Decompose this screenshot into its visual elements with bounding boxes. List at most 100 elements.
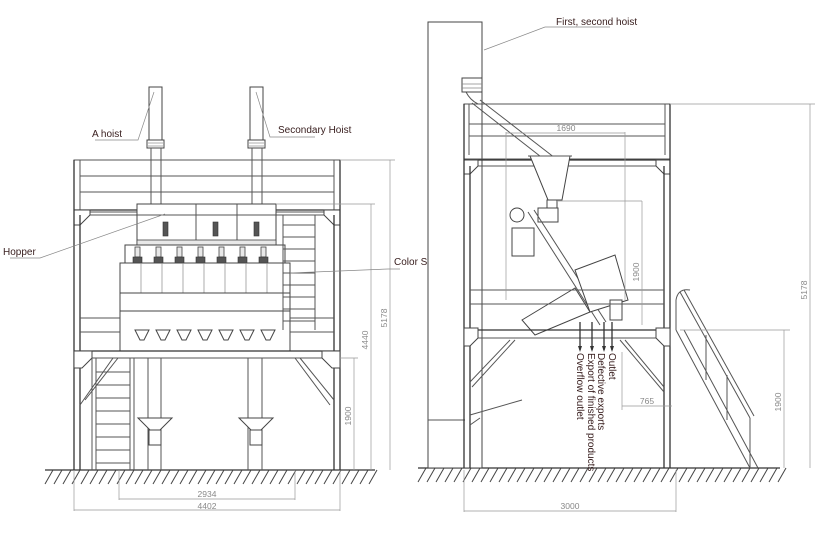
sorter-outlet-funnel (218, 329, 234, 341)
ground-hatch-line (516, 467, 526, 483)
ground-hatch-line (579, 467, 589, 483)
sorter-outlet-funnel (176, 329, 192, 341)
ground-hatch-line (62, 469, 72, 485)
label-finished-products: Export of finished products (585, 353, 596, 471)
ground-hatch-line (696, 467, 706, 483)
sorter-chute (155, 246, 162, 258)
dim-hopper-offset: 1690 (557, 123, 576, 133)
ground-hatch-line (489, 467, 499, 483)
ground-hatch-line (750, 467, 760, 483)
ground-hatch-line (242, 469, 252, 485)
ground-hatch-line (660, 467, 670, 483)
sorter-chute (218, 246, 225, 258)
ground-hatch-line (723, 467, 733, 483)
ground-hatch-line (125, 469, 135, 485)
side-ground (417, 467, 787, 483)
ground-hatch-line (453, 467, 463, 483)
ground-hatch-line (543, 467, 553, 483)
ground-hatch-line (143, 469, 153, 485)
ground-hatch-line (615, 467, 625, 483)
dim-side-overall-width: 3000 (561, 501, 580, 511)
ground-hatch-line (116, 469, 126, 485)
ground-hatch-line (606, 467, 616, 483)
front-hopper (136, 203, 277, 246)
sorter-chute (197, 246, 204, 258)
ground-hatch-line (314, 469, 324, 485)
dim-inner-width: 2934 (198, 489, 217, 499)
sorter-valve (258, 256, 269, 264)
ground-hatch-line (471, 467, 481, 483)
hoist-a (146, 86, 165, 210)
label-hoist-a: A hoist (92, 129, 122, 140)
front-upper-ladder (282, 215, 316, 330)
ground-hatch-line (651, 467, 661, 483)
dim-side-sorter-height: 1900 (631, 262, 641, 281)
ground-hatch-line (705, 467, 715, 483)
side-mid-railing (470, 289, 664, 305)
ground-hatch-line (368, 469, 378, 485)
ground-hatch-line (759, 467, 769, 483)
ground-hatch-line (417, 467, 427, 483)
ground-hatch-line (642, 467, 652, 483)
ground-hatch-line (188, 469, 198, 485)
ground-hatch-line (341, 469, 351, 485)
ground-hatch-line (296, 469, 306, 485)
front-color-sorter (119, 244, 291, 352)
side-outlet-arrows (578, 322, 614, 352)
sorter-chute (176, 246, 183, 258)
ground-hatch-line (597, 467, 607, 483)
front-platform (73, 350, 341, 406)
ground-hatch-line (534, 467, 544, 483)
sorter-outlet-funnel (155, 329, 171, 341)
front-lower-ladder (91, 358, 135, 470)
ground-hatch-line (44, 469, 54, 485)
ground-hatch-line (197, 469, 207, 485)
ground-hatch-line (444, 467, 454, 483)
sorter-chute (239, 246, 246, 258)
label-color-sorter: Color Sorter (394, 257, 449, 268)
dim-side-total-height: 5178 (799, 280, 809, 299)
side-upper-frame (463, 103, 671, 468)
label-overflow-outlet: Overflow outlet (574, 353, 585, 420)
ground-hatch-line (161, 469, 171, 485)
ground-hatch-line (588, 467, 598, 483)
ground-hatch-line (633, 467, 643, 483)
label-first-second-hoist: First, second hoist (556, 17, 637, 28)
sorter-valve (132, 256, 143, 264)
label-outlet: Outlet (606, 353, 617, 380)
ground-hatch-line (71, 469, 81, 485)
ground-hatch-line (359, 469, 369, 485)
ground-hatch-line (669, 467, 679, 483)
ground-hatch-line (426, 467, 436, 483)
label-hopper: Hopper (3, 247, 36, 258)
ground-hatch-line (561, 467, 571, 483)
sorter-chute (260, 246, 267, 258)
ground-hatch-line (525, 467, 535, 483)
ground-hatch-line (768, 467, 778, 483)
ground-hatch-line (687, 467, 697, 483)
ground-hatch-line (179, 469, 189, 485)
side-view: Outlet Defective exports Export of finis… (417, 17, 815, 512)
ground-hatch-line (206, 469, 216, 485)
ground-hatch-line (98, 469, 108, 485)
side-hoist-column (427, 21, 556, 469)
ground-hatch-line (678, 467, 688, 483)
ground-hatch-line (251, 469, 261, 485)
sorter-chute (134, 246, 141, 258)
side-leader (483, 26, 610, 51)
ground-hatch-line (89, 469, 99, 485)
dim-platform-height: 1900 (343, 406, 353, 425)
ground-hatch-line (507, 467, 517, 483)
ground-hatch-line (732, 467, 742, 483)
ground-hatch-line (480, 467, 490, 483)
front-leaders (10, 91, 400, 274)
ground-hatch-line (570, 467, 580, 483)
dim-side-platform-height: 1900 (773, 392, 783, 411)
dim-sorter-height: 4440 (360, 330, 370, 349)
ground-hatch-line (498, 467, 508, 483)
side-color-sorter (509, 207, 629, 336)
front-outlet-supports (136, 358, 275, 470)
ground-hatch-line (777, 467, 787, 483)
ground-hatch-line (53, 469, 63, 485)
ground-hatch-line (278, 469, 288, 485)
